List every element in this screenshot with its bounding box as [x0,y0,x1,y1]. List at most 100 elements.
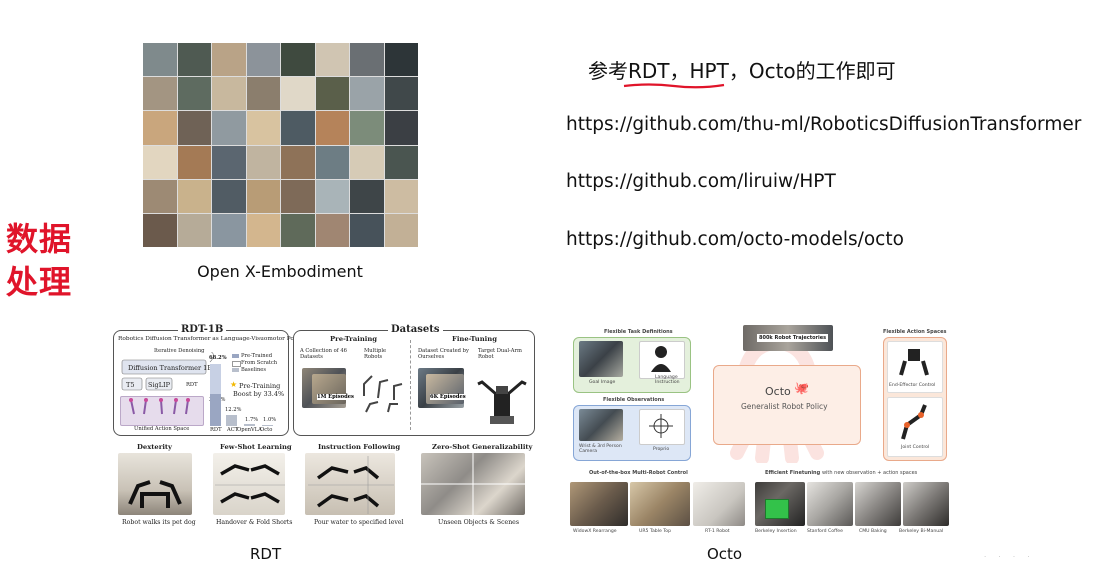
mosaic-tile [281,145,315,179]
mosaic-tile [281,213,315,247]
finetune-photo-bimanual [903,482,949,526]
legend-pretrained: Pre-Trained [241,353,273,359]
mosaic-tile [315,43,349,77]
mosaic-tile [315,77,349,111]
bar-octo [262,425,273,426]
rdt-caption: RDT [250,545,282,563]
rdt-1b-title: RDT-1B [178,324,227,335]
mosaic-tile [315,111,349,145]
task-caption-instruction: Pour water to specified level [314,519,404,526]
proprio-box [639,409,685,445]
zeroshot-grid [421,453,525,515]
dual-arm-robot-icon [477,380,527,424]
note-prefix: 参考 [588,59,628,83]
t5-label: T5 [126,381,135,389]
bar-category-act: ACT [227,427,239,433]
mosaic-tile [143,111,177,145]
bar-openvla [244,424,255,426]
bar-rdt [210,363,221,426]
mosaic-tile [384,213,418,247]
datasets-divider [410,340,411,430]
generalist-label: Generalist Robot Policy [741,402,828,411]
mosaic-tile [384,111,418,145]
siglip-label: SigLIP [148,381,170,389]
pretraining-boost-label: Pre-Training [239,382,281,390]
finetuning-heading: Efficient Finetuning with new observatio… [765,470,918,476]
octo-caption: Octo [707,545,743,563]
task-title-instruction: Instruction Following [318,443,401,451]
legend-swatch-baselines [232,368,239,372]
joint-control-box [887,397,943,457]
mosaic-tile [350,43,384,77]
finetune-label-coffee: Stanford Coffee [807,529,843,534]
wrist-camera-photo [579,409,623,441]
decorative-dots: · · · · [984,553,1035,561]
finetune-photo-baking [855,482,901,526]
robot-arms-icon [129,398,190,415]
task-title-dexterity: Dexterity [137,443,172,451]
mosaic-tile [177,213,211,247]
robot-photo-widowx [570,482,628,526]
finetune-label-insertion: Berkeley Insertion [755,529,797,534]
proprio-crosshair-icon [649,414,673,438]
pretraining-boost-value: Boost by 33.4% [233,390,285,398]
proprio-label: Proprio [653,447,670,452]
legend-swatch-scratch [232,361,241,367]
mosaic-tile [143,43,177,77]
bar-act [226,414,237,426]
mosaic-tile [384,145,418,179]
finetune-label-bimanual: Berkeley Bi-Manual [899,529,944,534]
target-robot-label: Target Dual-Arm Robot [478,348,522,360]
link-rdt[interactable]: https://github.com/thu-ml/RoboticsDiffus… [566,114,1082,135]
diffusion-transformer-label: Diffusion Transformer 1B [128,364,213,372]
rdt-architecture-diagram [121,352,214,391]
datasets-title: Datasets [388,324,443,335]
bar-category-openvla: OpenVLA [237,427,262,433]
flexible-task-heading: Flexible Task Definitions [604,329,673,335]
mosaic-tile [212,77,246,111]
star-icon: ★ [230,380,238,389]
end-effector-label: End-Effector Control [889,383,936,388]
bar-label-openvla-value: 1.7% [245,417,259,423]
mosaic-tile [177,111,211,145]
mosaic-tile [177,145,211,179]
unified-action-space-label: Unified Action Space [134,426,190,432]
rdt-arrow-label: RDT [186,382,198,388]
flexible-action-heading: Flexible Action Spaces [883,329,947,335]
mosaic-tile [177,43,211,77]
mosaic-tile [350,77,384,111]
mosaic-tile [212,111,246,145]
joint-label: Joint Control [901,445,930,450]
multiple-robots-label: Multiple Robots [364,348,387,360]
link-hpt[interactable]: https://github.com/liruiw/HPT [566,171,836,192]
note-suffix: 的工作即可 [795,59,896,83]
mosaic-tile [212,213,246,247]
mosaic-tile [143,213,177,247]
task-caption-zeroshot: Unseen Objects & Scenes [438,519,520,526]
task-image-fewshot [213,453,285,515]
mosaic-tile [246,213,280,247]
rdt-subtitle: Robotics Diffusion Transformer as Langua… [118,336,305,342]
bar-label-rdt-value: 68.2% [209,355,227,361]
mosaic-tile [212,145,246,179]
link-octo[interactable]: https://github.com/octo-models/octo [566,229,904,250]
mosaic-tile [350,111,384,145]
legend-swatch-pretrained [232,354,239,358]
legend-baselines: Baselines [241,367,267,373]
mosaic-tile [246,111,280,145]
episodes-pre-label: 1M Episodes [317,394,354,400]
mosaic-tile [246,179,280,213]
mosaic-tile [350,213,384,247]
mosaic-tile [143,179,177,213]
multi-robot-heading: Out-of-the-box Multi-Robot Control [589,470,688,476]
octo-name: Octo [765,385,791,398]
fewshot-robot-drawing [215,464,285,504]
mosaic-tile [246,43,280,77]
mosaic-tile [281,111,315,145]
task-caption-fewshot: Handover & Fold Shorts [216,519,293,526]
mosaic-tile [384,43,418,77]
section-title-line-1: 数据 [6,220,73,258]
bar-rdt-pretrain-boost [210,363,221,395]
flexible-obs-heading: Flexible Observations [603,397,665,403]
